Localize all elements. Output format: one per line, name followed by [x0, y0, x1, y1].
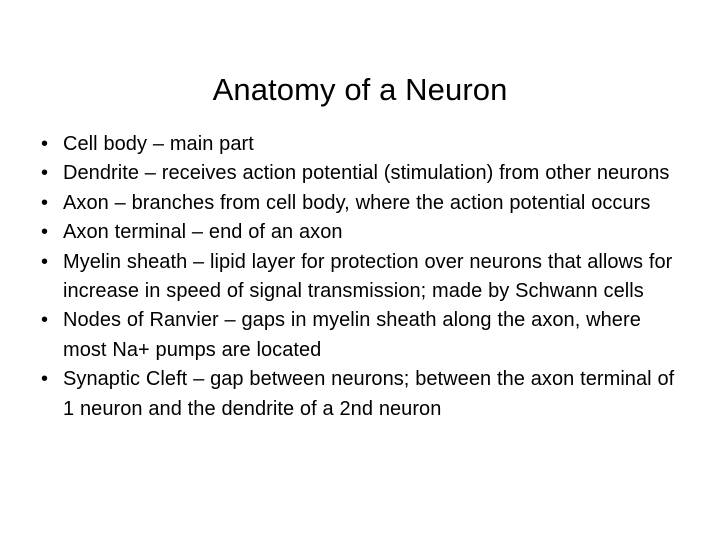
list-item: • Synaptic Cleft – gap between neurons; … — [38, 365, 690, 424]
list-item-text: Nodes of Ranvier – gaps in myelin sheath… — [63, 309, 641, 361]
list-item: • Myelin sheath – lipid layer for protec… — [38, 248, 690, 307]
list-item-text: Axon terminal – end of an axon — [63, 221, 343, 244]
bullet-point-icon: • — [41, 368, 49, 391]
bullet-point-icon: • — [41, 250, 49, 273]
list-item: • Axon terminal – end of an axon — [38, 218, 690, 247]
bullet-point-icon: • — [41, 133, 49, 155]
bullet-point-icon: • — [41, 221, 49, 244]
list-item: • Axon – branches from cell body, where … — [38, 189, 690, 218]
list-item-text: Dendrite – receives action potential (st… — [63, 162, 670, 185]
bullet-point-icon: • — [41, 191, 49, 214]
bullet-point-icon: • — [41, 309, 49, 332]
page-title: Anatomy of a Neuron — [212, 71, 508, 107]
list-item: • Nodes of Ranvier – gaps in myelin shea… — [38, 306, 690, 365]
list-item-text: Myelin sheath – lipid layer for protecti… — [63, 250, 673, 303]
bullet-list: • Cell body – main part • Dendrite – rec… — [38, 130, 690, 424]
list-item-text: Axon – branches from cell body, where th… — [63, 191, 651, 214]
list-item-text: Synaptic Cleft – gap between neurons; be… — [63, 368, 675, 420]
slide-body: • Cell body – main part • Dendrite – rec… — [38, 130, 690, 424]
list-item-text: Cell body – main part — [63, 133, 254, 155]
list-item: • Cell body – main part — [38, 130, 690, 159]
bullet-point-icon: • — [41, 162, 49, 185]
list-item: • Dendrite – receives action potential (… — [38, 159, 690, 188]
